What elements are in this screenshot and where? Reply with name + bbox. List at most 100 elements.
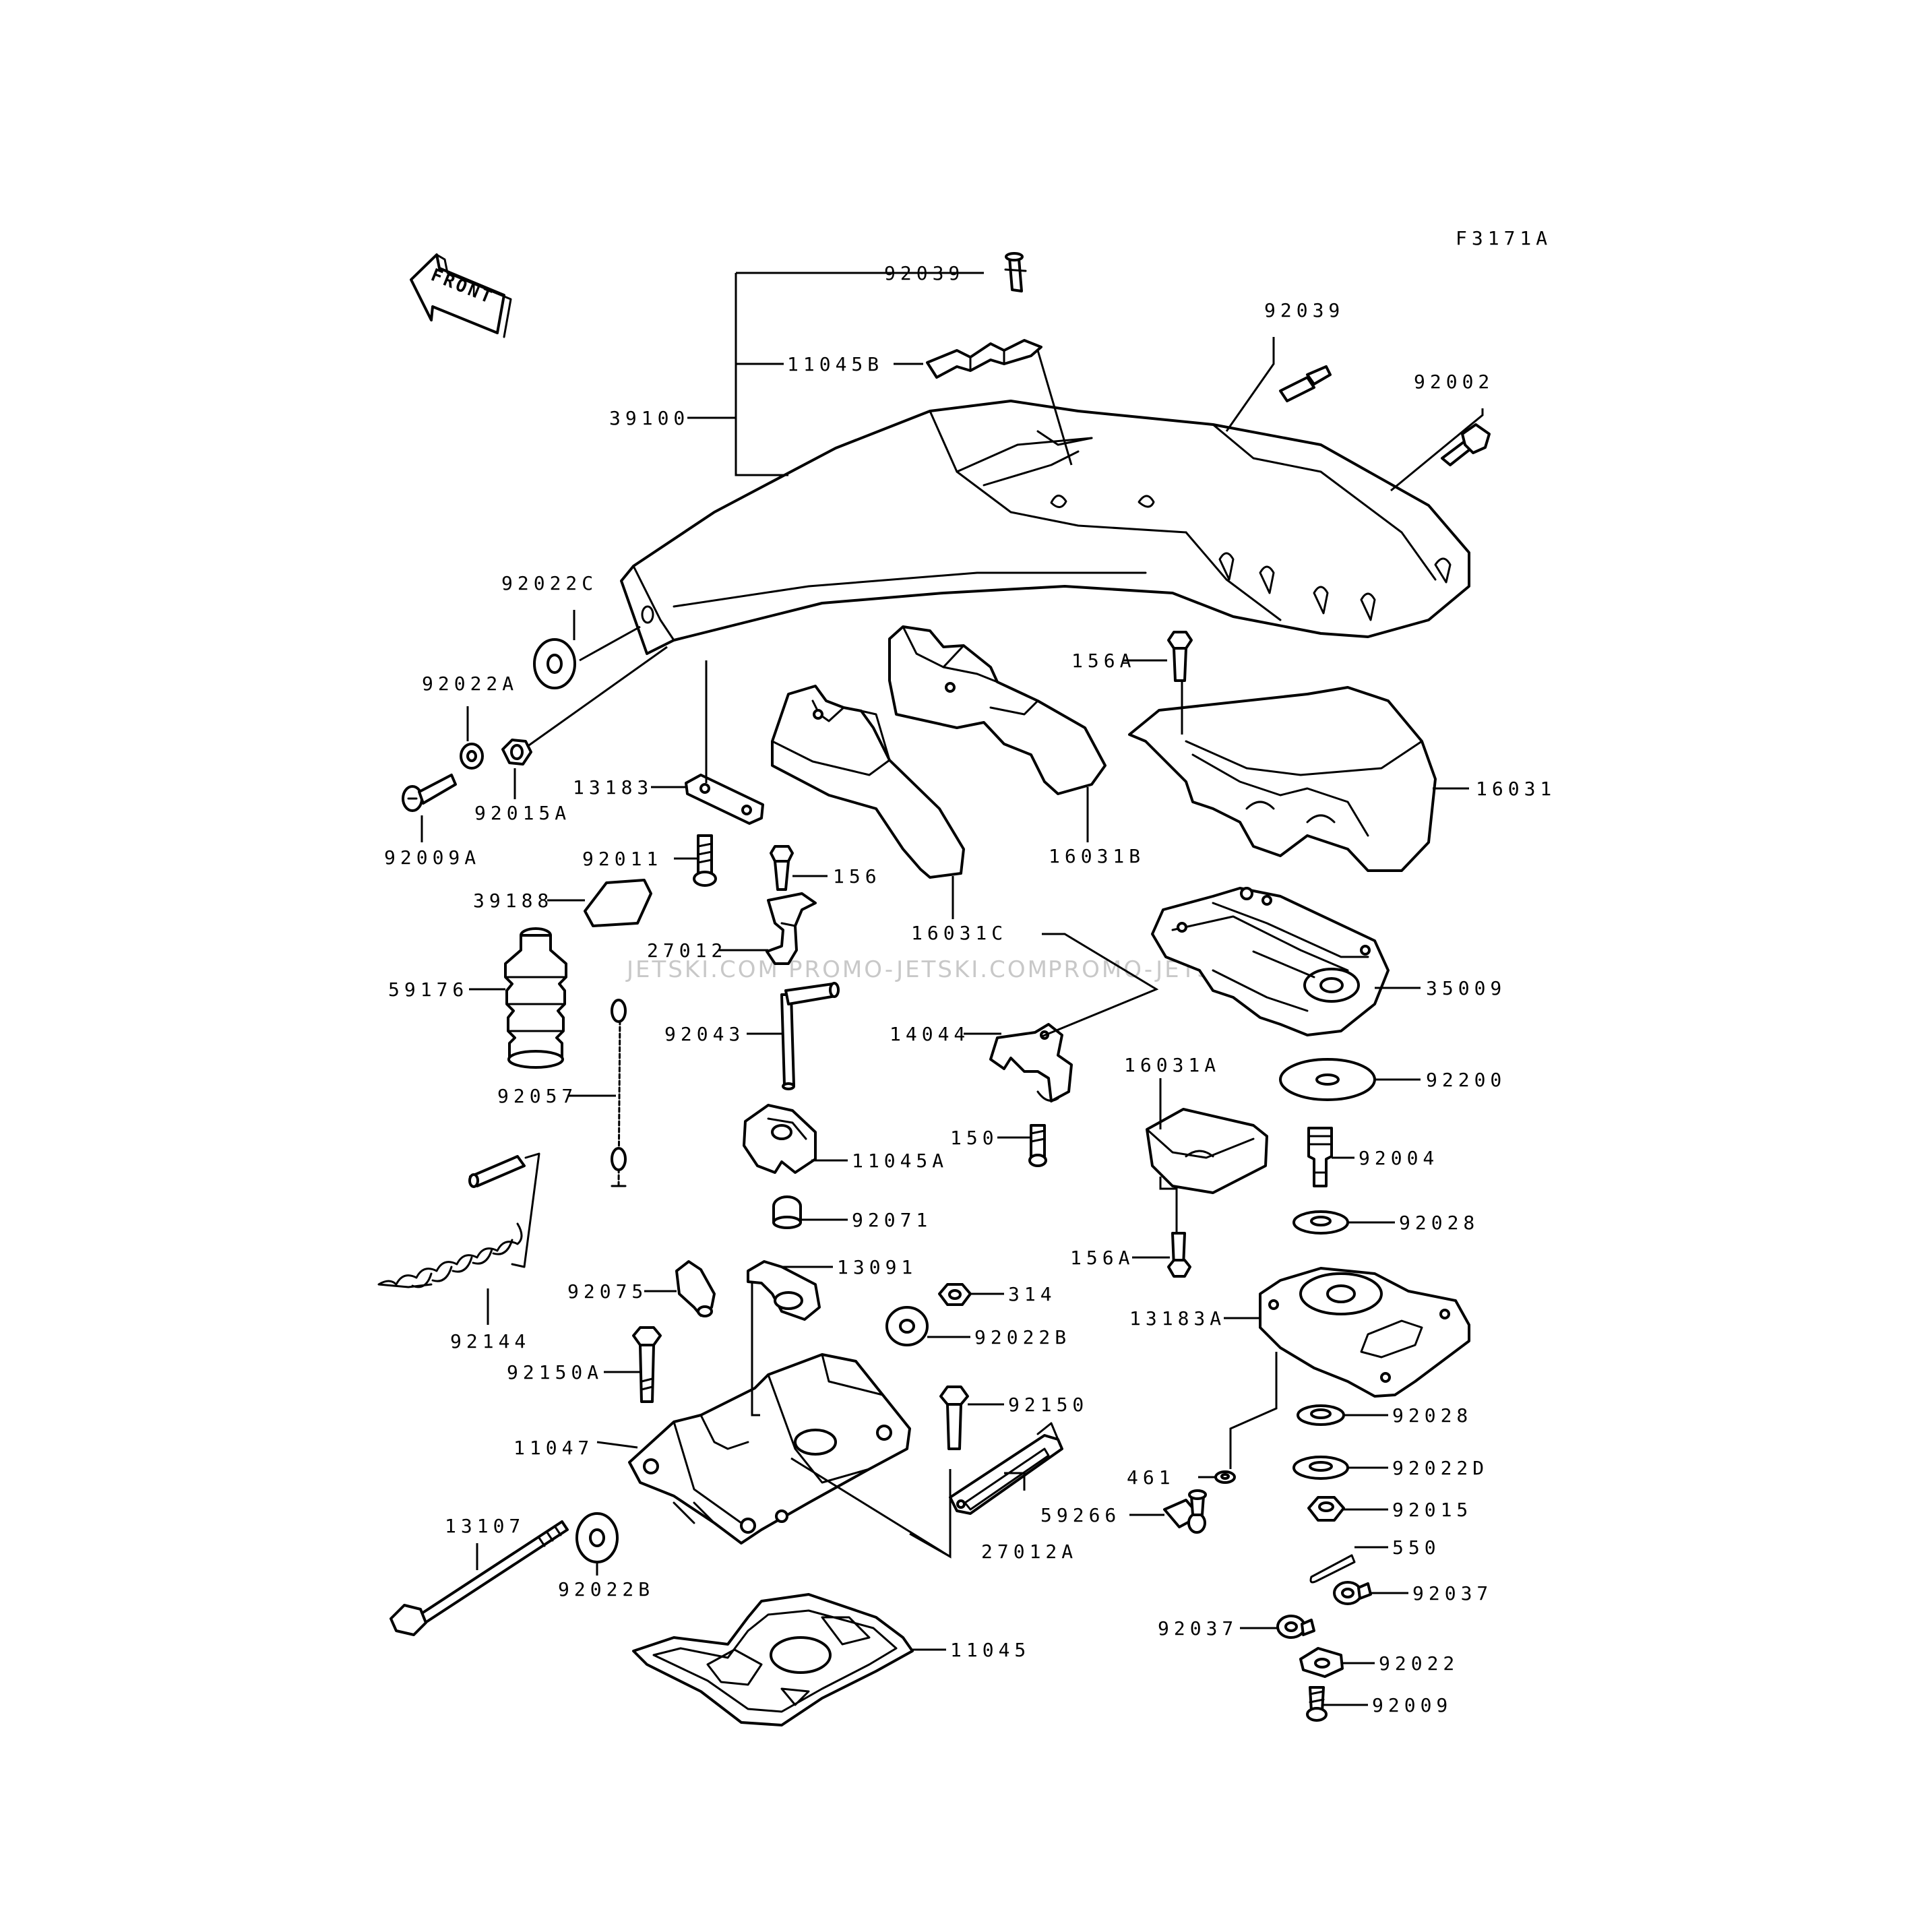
- washer-92022b-bottom-icon: [575, 1512, 619, 1563]
- bracket-14044-icon: [989, 1023, 1073, 1102]
- frame-35009-drawing: [1151, 887, 1390, 1036]
- label-p92037a: 92037: [1412, 1582, 1493, 1604]
- label-p92150: 92150: [1008, 1394, 1088, 1416]
- screw-92009-icon: [1306, 1686, 1328, 1722]
- label-p92039b: 92039: [1264, 299, 1344, 321]
- label-p92002: 92002: [1414, 371, 1494, 393]
- nut-314-icon: [938, 1283, 972, 1306]
- label-p92043: 92043: [664, 1023, 745, 1045]
- label-p92022: 92022: [1379, 1652, 1459, 1675]
- pad-39188-icon: [584, 879, 652, 927]
- bolt-13107-drawing: [389, 1520, 569, 1636]
- label-p59266: 59266: [1040, 1504, 1121, 1526]
- label-p92022a: 92022A: [422, 673, 518, 695]
- label-p461: 461: [1127, 1466, 1175, 1489]
- figure-id: F3171A: [1456, 227, 1552, 249]
- damper-92075-icon: [675, 1260, 716, 1317]
- label-p92071: 92071: [852, 1209, 932, 1231]
- label-p39188: 39188: [473, 890, 553, 912]
- stud-92004-icon: [1307, 1127, 1333, 1187]
- clip-13091-icon: [747, 1260, 821, 1321]
- bracket-27012-icon: [766, 892, 817, 965]
- label-p156a_top: 156A: [1071, 650, 1135, 672]
- holder-11045a-icon: [743, 1104, 817, 1174]
- bolt-92150a-icon: [632, 1326, 662, 1403]
- label-p92015: 92015: [1392, 1499, 1472, 1521]
- label-p314: 314: [1008, 1283, 1057, 1305]
- label-p16031a: 16031A: [1124, 1054, 1220, 1076]
- label-p27012a: 27012A: [981, 1540, 1078, 1563]
- label-p92022d: 92022D: [1392, 1457, 1489, 1479]
- bolt-92011-icon: [693, 834, 717, 887]
- label-p92057: 92057: [497, 1085, 578, 1107]
- clamp-92037-left-icon: [1276, 1615, 1315, 1639]
- label-p92015a: 92015A: [474, 802, 571, 824]
- label-p92022b_top: 92022B: [974, 1326, 1071, 1348]
- label-p39100: 39100: [609, 407, 689, 429]
- pin-92039-right-icon: [1279, 365, 1332, 402]
- bolt-92002-icon: [1441, 423, 1491, 466]
- washer-92022d-icon: [1292, 1456, 1349, 1480]
- part-labels: 92039 11045B 39100 92039 92002 92022C 92…: [384, 262, 1551, 1716]
- label-p35009: 35009: [1426, 977, 1506, 999]
- fitting-59266-icon: [1163, 1489, 1207, 1534]
- washer-461-icon: [1214, 1470, 1236, 1484]
- label-p92011: 92011: [582, 848, 662, 870]
- leader-lines: [420, 272, 1484, 1706]
- label-p13091: 13091: [837, 1256, 917, 1278]
- piece-92022-icon: [1299, 1647, 1344, 1678]
- bolt-92150-icon: [939, 1385, 969, 1450]
- label-p92075: 92075: [567, 1280, 648, 1303]
- label-p92200: 92200: [1426, 1069, 1506, 1091]
- label-p550: 550: [1392, 1536, 1441, 1559]
- cover-16031b-drawing: [888, 625, 1107, 795]
- label-p92150a: 92150A: [507, 1361, 603, 1383]
- label-p92009a: 92009A: [384, 846, 480, 869]
- washer-92028-bottom-icon: [1297, 1404, 1345, 1426]
- label-p92028b: 92028: [1392, 1404, 1472, 1427]
- label-p11045a: 11045A: [852, 1150, 948, 1172]
- label-p92009: 92009: [1372, 1694, 1452, 1716]
- label-p150: 150: [950, 1127, 999, 1149]
- grommet-92071-icon: [772, 1195, 802, 1229]
- label-p92037b: 92037: [1158, 1617, 1238, 1640]
- label-p59176: 59176: [388, 978, 468, 1001]
- bolt-156-icon: [770, 845, 794, 891]
- bracket-27012a-icon: [949, 1422, 1063, 1515]
- label-p13183: 13183: [573, 776, 653, 799]
- cotter-pin-550-icon: [1309, 1554, 1356, 1584]
- label-p92022c: 92022C: [501, 572, 598, 594]
- label-p16031c: 16031C: [911, 922, 1007, 944]
- label-p156: 156: [833, 865, 881, 887]
- nut-92015-icon: [1307, 1496, 1345, 1522]
- clamp-92037-right-icon: [1333, 1581, 1372, 1605]
- label-p92022b_bot: 92022B: [558, 1578, 654, 1600]
- pin-92043-icon: [780, 982, 840, 1090]
- washer-92200-icon: [1279, 1058, 1376, 1101]
- spring-92144-drawing: [377, 1152, 540, 1288]
- base-11047-drawing: [628, 1353, 911, 1545]
- label-p11045: 11045: [950, 1639, 1030, 1661]
- label-p92039a: 92039: [884, 262, 964, 284]
- plate-13183-icon: [685, 774, 764, 825]
- cover-16031-drawing: [1128, 686, 1437, 872]
- bolt-150-icon: [1028, 1124, 1047, 1167]
- bolt-156a-bottom-icon: [1167, 1232, 1191, 1278]
- front-arrow-icon: FRONT: [410, 253, 512, 338]
- gasket-11045-drawing: [632, 1593, 914, 1726]
- cover-16031c-drawing: [771, 685, 965, 879]
- label-p11047: 11047: [513, 1437, 594, 1459]
- bolt-92009a-icon: [402, 774, 457, 812]
- bracket-11045b-icon: [926, 339, 1042, 379]
- cover-16031a-icon: [1146, 1108, 1268, 1194]
- nut-92015a-icon: [501, 739, 532, 766]
- label-p14044: 14044: [890, 1023, 970, 1045]
- label-p92004: 92004: [1359, 1147, 1439, 1169]
- watermark-2: PROMO-JETSKI.COM: [788, 956, 1049, 983]
- label-p92028a: 92028: [1399, 1212, 1479, 1234]
- bolt-156a-top-icon: [1167, 631, 1193, 682]
- label-p156a_bot: 156A: [1070, 1247, 1134, 1269]
- label-p11045b: 11045B: [787, 353, 883, 375]
- watermark-1: JETSKI.COM: [625, 956, 780, 983]
